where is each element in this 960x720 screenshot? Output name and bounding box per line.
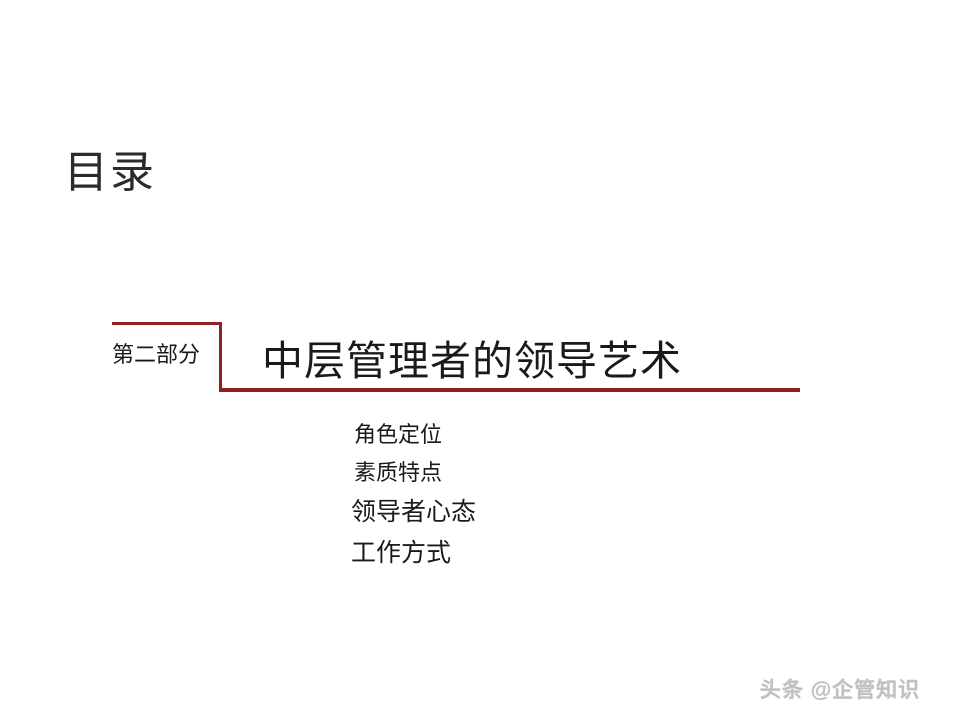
accent-rule-top xyxy=(112,322,222,325)
section-heading: 中层管理者的领导艺术 xyxy=(262,338,682,384)
watermark: 头条 @企管知识 xyxy=(760,679,921,702)
topic-list: 角色定位 素质特点 领导者心态 工作方式 xyxy=(350,416,710,574)
list-item: 工作方式 xyxy=(351,539,452,567)
accent-rule-bottom xyxy=(219,388,800,392)
list-item: 领导者心态 xyxy=(351,498,477,526)
page-title: 目录 xyxy=(64,148,156,197)
list-item: 角色定位 xyxy=(354,422,443,447)
list-item: 素质特点 xyxy=(354,460,443,485)
accent-rule-vertical xyxy=(219,322,222,391)
section-number-label: 第二部分 xyxy=(112,342,201,367)
